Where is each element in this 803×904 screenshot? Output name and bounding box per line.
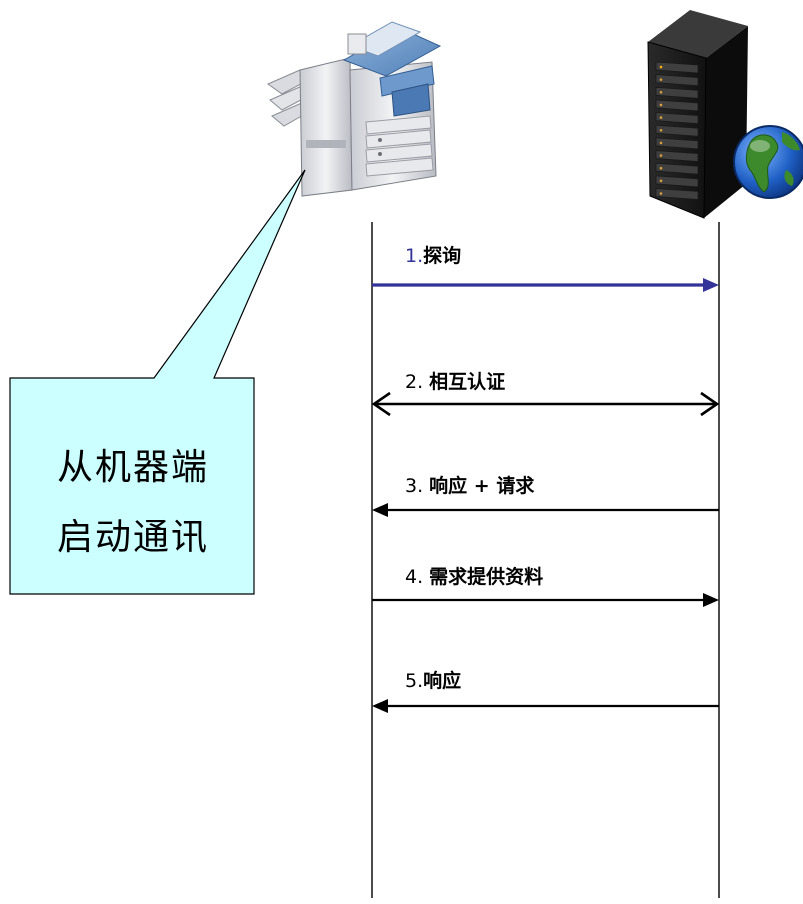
message-arrow-1 [372, 278, 719, 292]
server-drive-bay [655, 150, 699, 162]
message-text: 响应 [423, 670, 462, 692]
message-arrows [371, 278, 720, 713]
message-text: 探询 [423, 245, 462, 267]
server-led [659, 128, 663, 132]
message-arrow-4 [372, 593, 719, 607]
server-led [659, 78, 663, 81]
server-drive-bay [655, 99, 699, 112]
message-arrow-5 [372, 699, 719, 713]
message-number: 3. [405, 475, 430, 497]
arrow-head [703, 593, 719, 607]
server-drive-bay [655, 188, 699, 200]
printer-icon [266, 21, 442, 197]
server-led [659, 103, 663, 107]
server-led [659, 192, 663, 195]
arrow-head [703, 278, 719, 292]
message-number: 2. [405, 371, 430, 393]
server-led [659, 166, 663, 170]
message-text: 需求提供资料 [429, 566, 544, 588]
message-number: 5. [405, 670, 424, 692]
arrow-head [700, 391, 720, 417]
message-text: 相互认证 [429, 371, 506, 393]
server-drive-bay [655, 137, 699, 150]
callout-line-2: 启动通讯 [56, 517, 209, 558]
message-label-5: 5.响应 [405, 669, 461, 693]
message-label-2: 2. 相互认证 [405, 370, 505, 394]
server-drive-bay [655, 124, 699, 137]
message-number: 1. [405, 245, 424, 267]
server-drive-bay [655, 175, 699, 188]
server-drive-bay [655, 61, 699, 74]
server-drive-bay [655, 86, 699, 99]
message-arrow-2 [371, 391, 720, 417]
message-label-3: 3. 响应 + 请求 [405, 474, 534, 498]
message-text: 响应 + 请求 [429, 475, 535, 497]
server-drive-bay [655, 74, 699, 87]
message-label-1: 1.探询 [405, 244, 461, 268]
server-globe-icon [647, 10, 803, 219]
server-led [659, 141, 663, 145]
server-drive-bay [655, 162, 699, 175]
message-number: 4. [405, 566, 430, 588]
message-arrow-3 [372, 503, 719, 517]
arrow-head [372, 503, 388, 517]
server-drive-bay [655, 112, 699, 125]
callout-line-1: 从机器端 [56, 447, 209, 488]
server-led [659, 91, 663, 94]
server-led [659, 65, 663, 69]
arrow-head [372, 699, 388, 713]
server-led [659, 179, 663, 183]
message-label-4: 4. 需求提供资料 [405, 565, 543, 589]
server-led [659, 154, 663, 157]
callout-box [9, 169, 306, 595]
arrow-head [371, 391, 391, 417]
server-led [659, 116, 663, 119]
